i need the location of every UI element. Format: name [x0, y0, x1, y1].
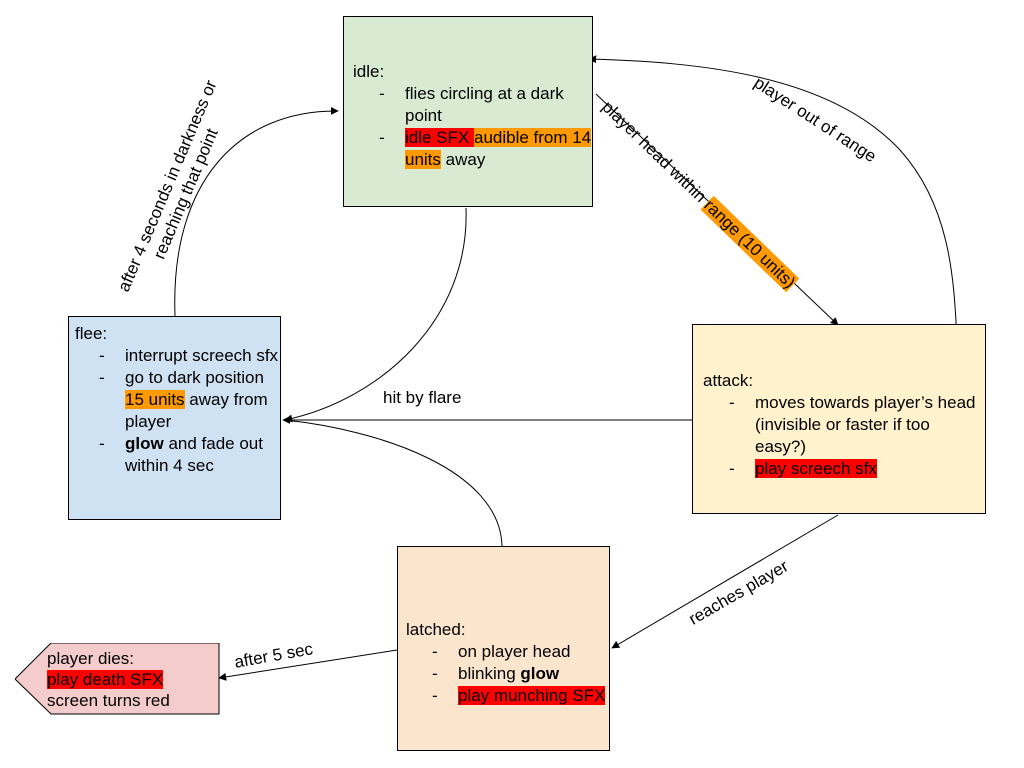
state-idle: idle: -flies circling at a dark point -i…: [343, 16, 593, 207]
arrow-latched-to-flee: [284, 419, 503, 547]
state-flee-title: flee:: [75, 324, 108, 343]
flee-item-3-tail: and fade out within 4 sec: [125, 434, 263, 475]
state-attack: attack: -moves towards player’s head (in…: [692, 324, 986, 514]
idle-sfx-highlight: idle SFX: [405, 128, 474, 147]
idle-item-1: flies circling at a dark point: [405, 84, 564, 125]
arrow-flee-to-idle: [174, 106, 339, 317]
state-idle-title: idle:: [353, 62, 385, 81]
list-item: -blinking glow: [432, 664, 560, 683]
attack-screech-highlight: play screech sfx: [755, 459, 877, 478]
state-latched-title: latched:: [406, 620, 466, 639]
state-flee: flee: -interrupt screech sfx -go to dark…: [68, 316, 281, 520]
arrow-idle-to-flee: [284, 207, 467, 423]
flee-distance-highlight: 15 units: [125, 390, 185, 409]
state-attack-title: attack:: [703, 371, 754, 390]
list-item: -on player head: [432, 642, 571, 661]
screen-turns-red-text: screen turns red: [47, 691, 170, 710]
flee-glow-bold: glow: [125, 434, 164, 453]
state-idle-list: -flies circling at a dark point -idle SF…: [353, 83, 592, 171]
latched-item-2-head: blinking: [458, 664, 521, 683]
idle-item-2-tail: away: [440, 150, 486, 169]
flee-item-2-tail: away from player: [125, 390, 268, 431]
list-item: -play screech sfx: [729, 459, 877, 478]
player-dies-title: player dies:: [47, 649, 134, 668]
state-player-dies: player dies: play death SFX screen turns…: [15, 643, 220, 715]
state-latched-list: -on player head -blinking glow -play mun…: [406, 641, 609, 707]
latched-glow-bold: glow: [520, 664, 560, 683]
flee-item-2-head: go to dark position: [125, 368, 264, 387]
arrow-attack-to-latched: [611, 514, 839, 649]
list-item: -glow and fade out within 4 sec: [99, 434, 263, 475]
attack-item-1: moves towards player’s head (invisible o…: [755, 393, 976, 456]
latched-munching-highlight: play munching SFX: [458, 686, 606, 705]
list-item: -idle SFX audible from 14 units away: [379, 128, 592, 169]
state-latched: latched: -on player head -blinking glow …: [397, 546, 610, 751]
state-flee-list: -interrupt screech sfx -go to dark posit…: [75, 345, 280, 477]
list-item: -go to dark position 15 units away from …: [99, 368, 268, 431]
flee-item-1: interrupt screech sfx: [125, 346, 279, 365]
list-item: -play munching SFX: [432, 686, 606, 705]
latched-item-1: on player head: [458, 642, 571, 661]
death-sfx-highlight: play death SFX: [47, 670, 164, 689]
list-item: -flies circling at a dark point: [379, 84, 564, 125]
list-item: -moves towards player’s head (invisible …: [729, 393, 976, 456]
arrow-latched-to-dies: [218, 649, 398, 681]
label-hit-by-flare: hit by flare: [383, 388, 462, 407]
player-dies-text: player dies: play death SFX screen turns…: [47, 648, 170, 711]
state-attack-list: -moves towards player’s head (invisible …: [703, 392, 985, 480]
list-item: -interrupt screech sfx: [99, 346, 279, 365]
